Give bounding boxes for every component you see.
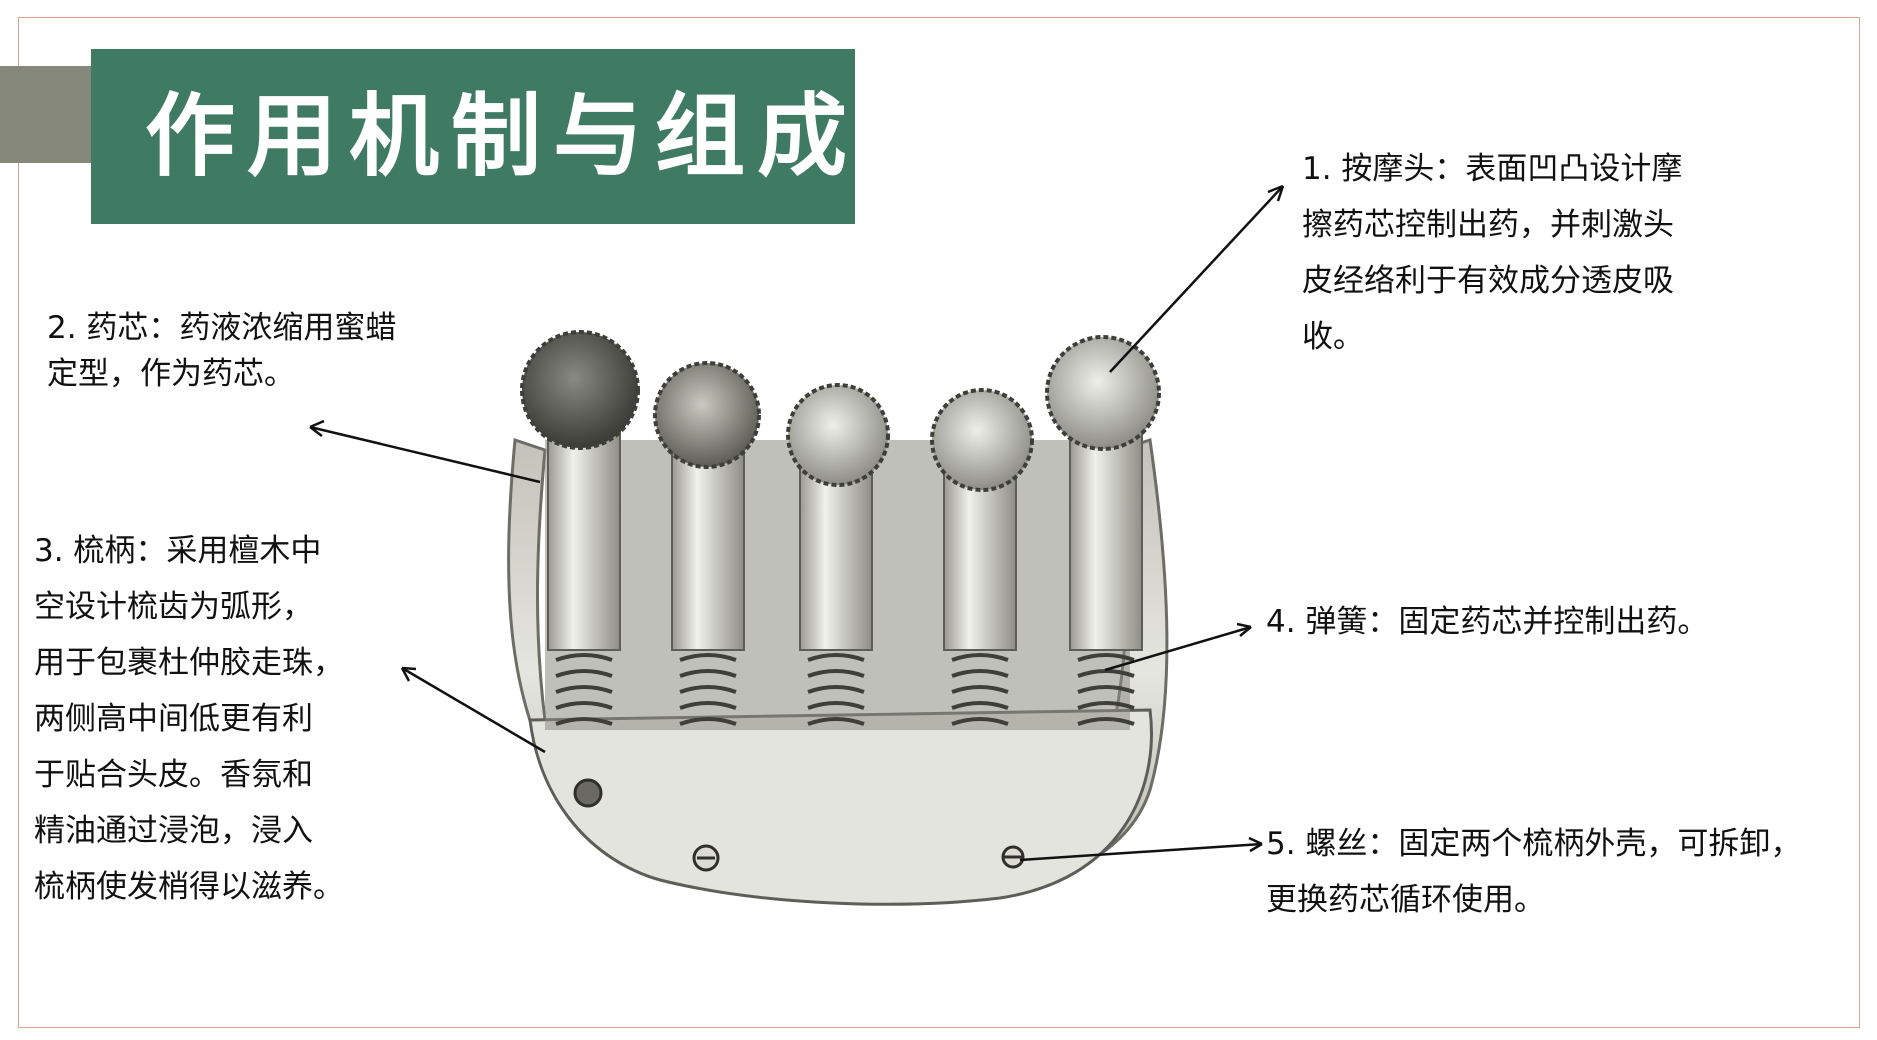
callout-arrows: [309, 184, 1285, 862]
arrow-spring: [1104, 625, 1252, 672]
side-tab: [0, 66, 107, 163]
label-spring: 4. 弹簧：固定药芯并控制出药。: [1266, 604, 1709, 640]
title-band: [91, 49, 855, 224]
label-screw: 5. 螺丝：固定两个梳柄外壳，可拆卸， 更换药芯循环使用。: [1266, 826, 1802, 918]
label-massage-head: 1. 按摩头：表面凹凸设计摩 擦药芯控制出药，并刺激头 皮经络利于有效成分透皮吸…: [1302, 151, 1683, 355]
page-title: 作用机制与组成: [145, 83, 859, 189]
arrow-core: [309, 425, 541, 484]
comb-body: [507, 437, 1169, 906]
label-handle: 3. 梳柄：采用檀木中 空设计梳齿为弧形， 用于包裹杜仲胶走珠， 两侧高中间低更…: [34, 533, 344, 905]
slide-frame: [18, 17, 1860, 1028]
massage-heads: [520, 330, 1161, 492]
arrow-handle: [401, 666, 546, 754]
arrow-screw: [1019, 842, 1263, 862]
label-core: 2. 药芯：药液浓缩用蜜蜡 定型，作为药芯。: [47, 310, 397, 392]
arrow-massage-head: [1109, 185, 1284, 373]
screws: [573, 778, 1025, 872]
